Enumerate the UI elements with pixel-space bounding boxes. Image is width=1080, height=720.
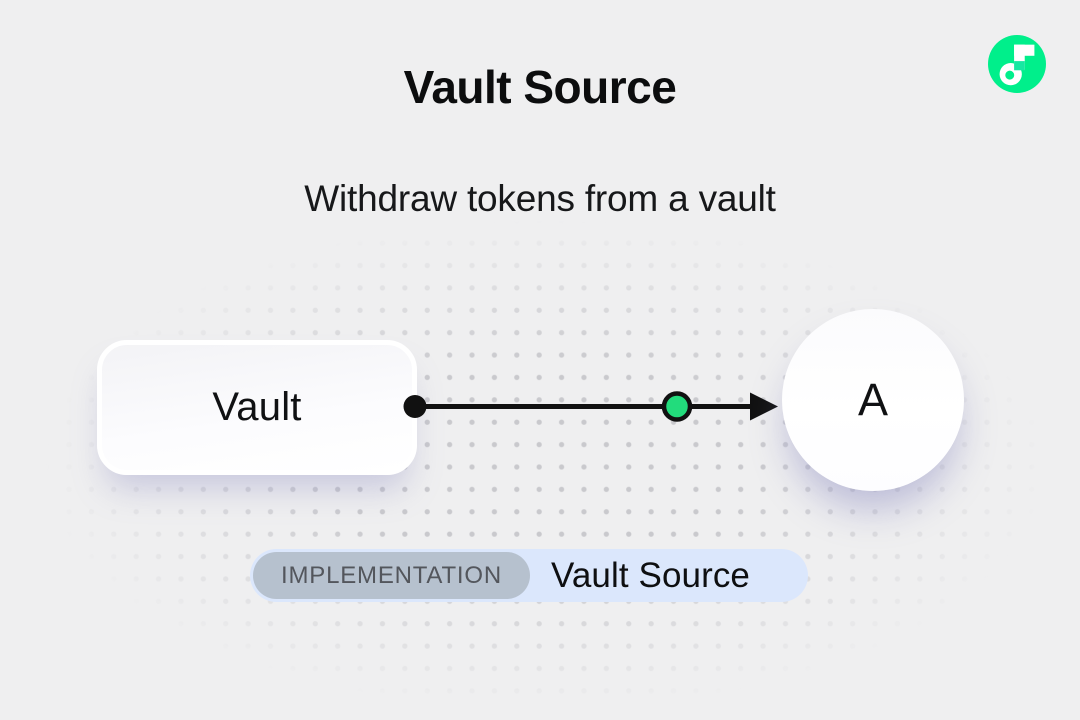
arrowhead-icon [750, 392, 778, 421]
flow-logo-icon [988, 35, 1046, 93]
connector-arrow [403, 391, 778, 422]
implementation-tag-badge: IMPLEMENTATION [253, 552, 530, 599]
caption-title: Vault Source [551, 555, 750, 595]
connector-start-dot [403, 395, 427, 418]
account-node: A [782, 309, 964, 491]
implementation-caption: IMPLEMENTATION Vault Source [250, 549, 808, 602]
vault-node-label: Vault [212, 385, 302, 429]
page-subtitle: Withdraw tokens from a vault [304, 178, 776, 219]
vault-node: Vault [97, 340, 417, 475]
account-node-label: A [857, 374, 888, 425]
page-title: Vault Source [403, 61, 677, 113]
token-dot [661, 391, 693, 422]
